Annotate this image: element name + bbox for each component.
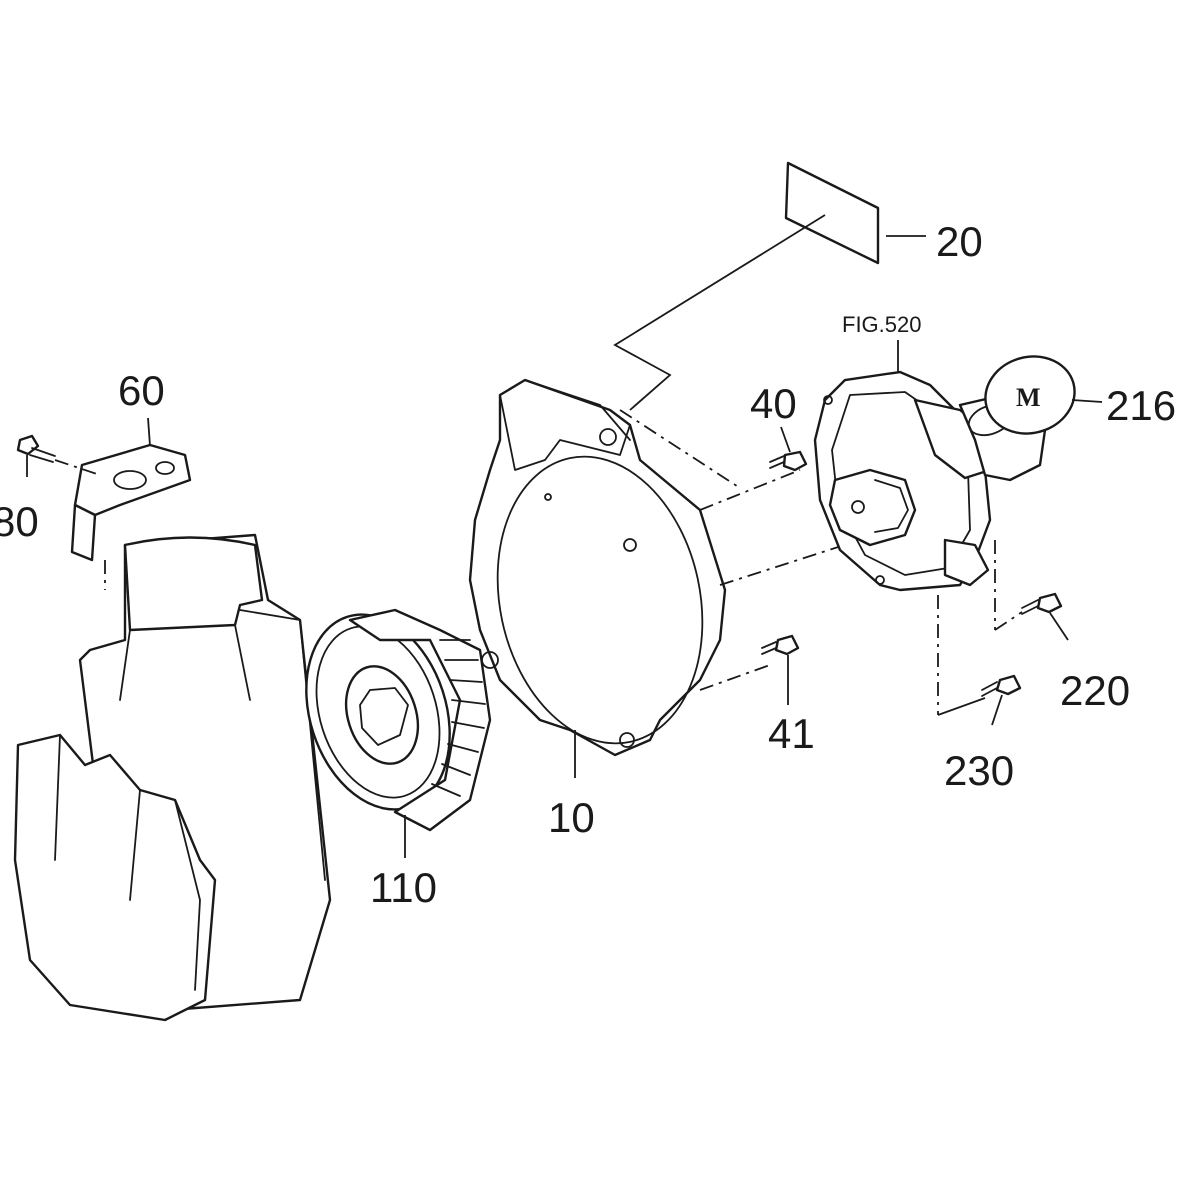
part-80-bolt [16, 434, 101, 477]
emblem-logo-letter: M [1016, 383, 1041, 412]
part-216-emblem [984, 355, 1103, 435]
projection-lines [619, 409, 996, 715]
callout-10: 10 [548, 794, 595, 841]
part-220-bolt [994, 592, 1069, 641]
part-40-bolt [769, 426, 808, 472]
part-110-flywheel [305, 608, 492, 858]
part-10-fan-housing [468, 378, 727, 778]
callout-60: 60 [118, 367, 165, 414]
part-60-bracket [70, 417, 192, 590]
callout-80: 80 [0, 498, 39, 545]
callout-230: 230 [944, 747, 1014, 794]
part-230-bolt [937, 674, 1022, 726]
callout-216: 216 [1106, 382, 1176, 429]
engine-block [13, 533, 332, 1022]
callout-110: 110 [370, 864, 437, 911]
figure-reference-label: FIG.520 [842, 312, 921, 337]
part-20-label [613, 161, 926, 411]
part-41-bolt [761, 634, 800, 705]
callout-41: 41 [768, 710, 815, 757]
callout-20: 20 [936, 218, 983, 265]
callout-40: 40 [750, 380, 797, 427]
callout-220: 220 [1060, 667, 1130, 714]
